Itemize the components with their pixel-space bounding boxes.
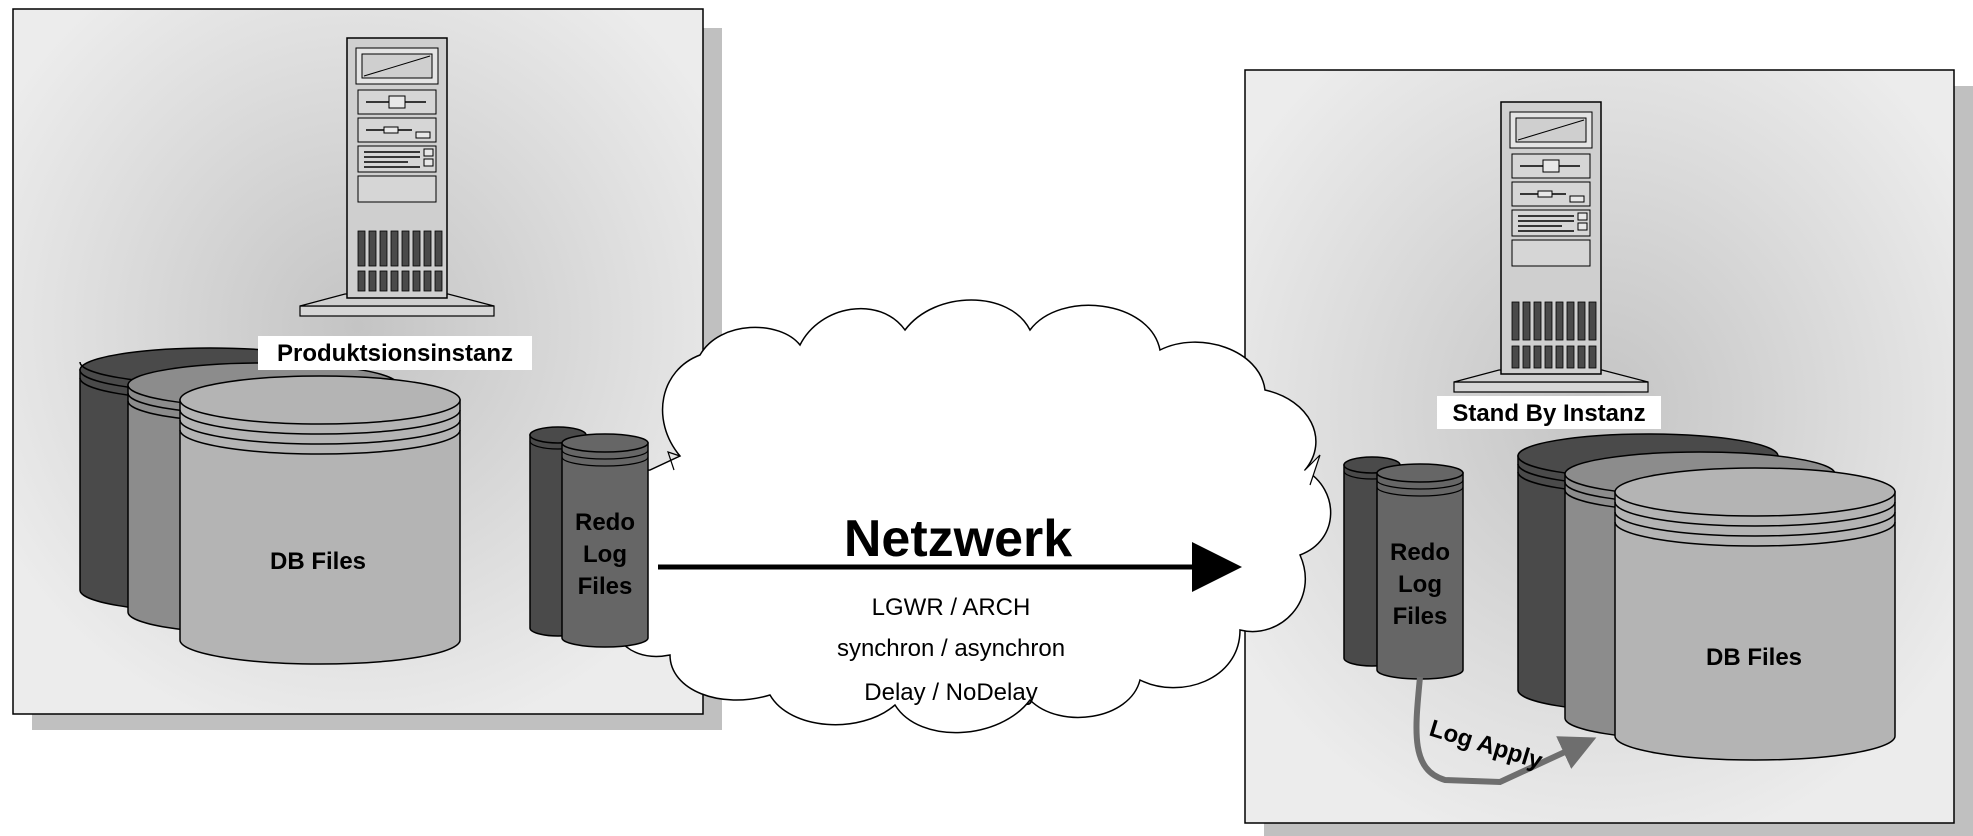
standby-redo-label-3: Files — [1393, 603, 1448, 630]
network-title: Netzwerk — [844, 510, 1072, 568]
standby-db-files-label: DB Files — [1706, 644, 1802, 671]
production-instance-label-box: Produktsionsinstanz — [258, 336, 532, 370]
standby-db-cylinder-front — [1614, 467, 1896, 761]
standby-server-icon — [1453, 101, 1649, 393]
production-db-files-stack: DB Files — [79, 347, 461, 665]
network-line-1: LGWR / ARCH — [872, 594, 1031, 621]
standby-instance-label: Stand By Instanz — [1452, 400, 1645, 427]
production-server-icon — [299, 37, 495, 317]
production-instance-label: Produktsionsinstanz — [277, 340, 513, 367]
standby-db-files-stack: DB Files — [1517, 433, 1896, 761]
standby-redo-log-files: Redo Log Files — [1343, 456, 1464, 680]
production-db-files-label: DB Files — [270, 548, 366, 575]
standby-instance-label-box: Stand By Instanz — [1437, 396, 1661, 429]
production-redo-label-2: Log — [583, 541, 627, 568]
standby-redo-label-1: Redo — [1390, 539, 1450, 566]
production-redo-log-files: Redo Log Files — [529, 426, 649, 648]
production-redo-label-1: Redo — [575, 509, 635, 536]
production-db-cylinder-front — [179, 375, 461, 665]
network-line-3: Delay / NoDelay — [864, 679, 1037, 706]
production-redo-label-3: Files — [578, 573, 633, 600]
network-line-2: synchron / asynchron — [837, 635, 1065, 662]
standby-redo-label-2: Log — [1398, 571, 1442, 598]
network-cloud — [597, 299, 1332, 734]
